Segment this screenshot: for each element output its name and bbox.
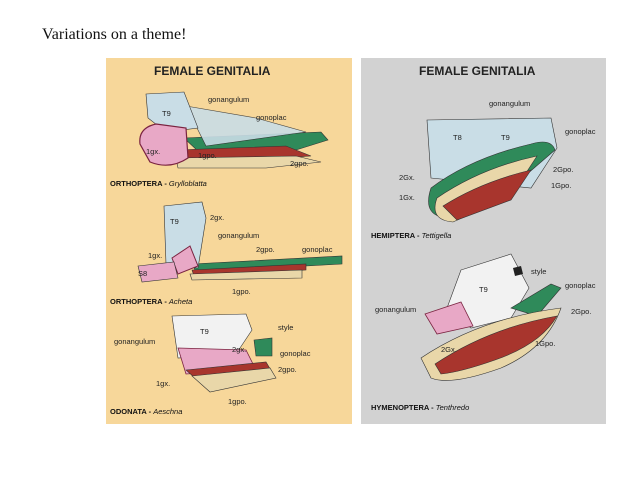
gonoplac-shape xyxy=(253,337,273,357)
left-figure-panel: FEMALE GENITALIA T9 gonangulum gonoplac … xyxy=(106,58,352,424)
label-style: style xyxy=(278,323,293,332)
caption-genus: Grylloblatta xyxy=(169,179,207,188)
gonocoxa-shape xyxy=(139,123,189,166)
caption-order: HYMENOPTERA xyxy=(371,403,430,412)
slide-title: Variations on a theme! xyxy=(42,26,187,43)
label-gonangulum: gonangulum xyxy=(114,337,155,346)
label-gonoplac: gonoplac xyxy=(302,245,333,254)
label-2gx: 2gx. xyxy=(210,213,224,222)
grylloblatta-diagram: T9 gonangulum gonoplac 1gx. 1gpo. 2gpo. … xyxy=(110,91,329,188)
label-2gx: 2gx. xyxy=(232,345,246,354)
label-1gx: 1gx. xyxy=(156,379,170,388)
gonocoxa-shape xyxy=(424,301,474,335)
right-figure-svg: FEMALE GENITALIA gonangulum T8 T9 gonopl… xyxy=(371,64,596,412)
label-1gpo: 1gpo. xyxy=(232,287,251,296)
caption-genus: Aeschna xyxy=(152,407,182,416)
label-gonangulum: gonangulum xyxy=(375,305,416,314)
label-gonoplac: gonoplac xyxy=(280,349,311,358)
label-gonoplac: gonoplac xyxy=(565,127,596,136)
left-panel-title: FEMALE GENITALIA xyxy=(154,64,271,78)
label-t9: T9 xyxy=(479,285,488,294)
acheta-diagram: T9 2gx. gonangulum 2gpo. gonoplac 1gx. S… xyxy=(110,201,343,306)
label-1gpo: 1gpo. xyxy=(228,397,247,406)
label-gonoplac: gonoplac xyxy=(256,113,287,122)
sheath-shape xyxy=(185,105,307,147)
label-2gpo: 2Gpo. xyxy=(553,165,573,174)
right-panel-title: FEMALE GENITALIA xyxy=(419,64,536,78)
label-gonangulum: gonangulum xyxy=(208,95,249,104)
caption-genus: Tettigella xyxy=(422,231,452,240)
label-1gx: 1gx. xyxy=(148,251,162,260)
label-2gpo: 2Gpo. xyxy=(571,307,591,316)
caption-order: ODONATA xyxy=(110,407,147,416)
section-caption-aeschna: ODONATA - Aeschna xyxy=(110,407,182,416)
label-1gpo: 1Gpo. xyxy=(551,181,571,190)
caption-genus: Tenthredo xyxy=(436,403,470,412)
label-1gx: 1Gx. xyxy=(399,193,415,202)
label-1gpo: 1gpo. xyxy=(198,151,217,160)
caption-order: HEMIPTERA xyxy=(371,231,416,240)
label-t9: T9 xyxy=(501,133,510,142)
first-gonapophysis-shape xyxy=(434,315,558,375)
right-figure-panel: FEMALE GENITALIA gonangulum T8 T9 gonopl… xyxy=(361,58,606,424)
label-2gpo: 2gpo. xyxy=(256,245,275,254)
section-caption-grylloblatta: ORTHOPTERA - Grylloblatta xyxy=(110,179,207,188)
caption-order: ORTHOPTERA xyxy=(110,179,163,188)
label-t8: T8 xyxy=(453,133,462,142)
left-figure-svg: FEMALE GENITALIA T9 gonangulum gonoplac … xyxy=(110,64,343,416)
label-2gx: 2Gx. xyxy=(399,173,415,182)
label-1gpo: 1Gpo. xyxy=(535,339,555,348)
aeschna-diagram: T9 style gonangulum 2gx. gonoplac 2gpo. … xyxy=(110,313,311,416)
label-t9: T9 xyxy=(170,217,179,226)
sternite-8-shape xyxy=(137,261,179,283)
section-caption-tenthredo: HYMENOPTERA - Tenthredo xyxy=(371,403,469,412)
label-2gx: 2Gx. xyxy=(441,345,457,354)
label-t9: T9 xyxy=(162,109,171,118)
label-style: style xyxy=(531,267,546,276)
label-t9: T9 xyxy=(200,327,209,336)
caption-order: ORTHOPTERA xyxy=(110,297,163,306)
hymenoptera-diagram: style gonoplac T9 gonangulum 2Gpo. 2Gx. … xyxy=(371,253,596,412)
label-gonoplac: gonoplac xyxy=(565,281,596,290)
hemiptera-diagram: gonangulum T8 T9 gonoplac 2Gpo. 2Gx. 1Gp… xyxy=(371,99,596,240)
section-caption-tettigella: HEMIPTERA - Tettigella xyxy=(371,231,451,240)
caption-genus: Acheta xyxy=(168,297,192,306)
label-2gpo: 2gpo. xyxy=(278,365,297,374)
second-gonapophysis-shape xyxy=(189,269,303,281)
label-gonangulum: gonangulum xyxy=(489,99,530,108)
style-shape xyxy=(513,266,523,276)
label-gonangulum: gonangulum xyxy=(218,231,259,240)
tergite-9-shape xyxy=(171,313,253,359)
first-gonapophysis-shape xyxy=(442,169,532,221)
second-gonapophysis-shape xyxy=(191,367,277,393)
second-gonapophysis-shape xyxy=(175,155,322,169)
label-1gx: 1gx. xyxy=(146,147,160,156)
gonocoxa-shape xyxy=(171,245,199,275)
section-caption-acheta: ORTHOPTERA - Acheta xyxy=(110,297,192,306)
label-s8: S8 xyxy=(138,269,147,278)
label-2gpo: 2gpo. xyxy=(290,159,309,168)
tergite-9-shape xyxy=(163,201,207,269)
